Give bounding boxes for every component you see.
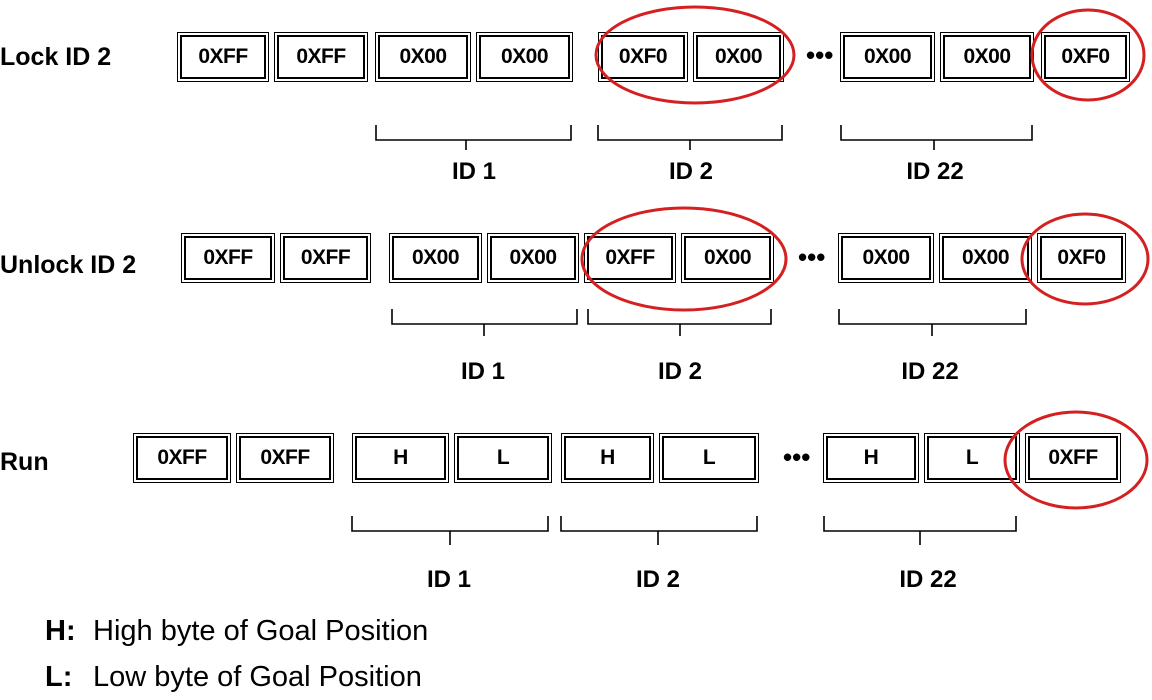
legend-item-low: L: Low byte of Goal Position: [45, 660, 422, 694]
group-label-id2: ID 2: [635, 566, 680, 593]
brace-id22: [838, 309, 1027, 336]
brace-id1: [351, 516, 549, 545]
legend-text: Low byte of Goal Position: [93, 661, 422, 693]
byte-box-id1-high: H: [352, 433, 449, 483]
byte-box-id22-high: 0X00: [838, 233, 934, 283]
byte-box-id2-high: 0XFF: [584, 233, 676, 283]
legend-text: High byte of Goal Position: [93, 615, 429, 647]
byte-box-id22-low: 0X00: [939, 233, 1032, 283]
byte-box-header-1: 0XFF: [181, 233, 275, 283]
group-label-id2: ID 2: [668, 158, 713, 185]
ellipsis: •••: [798, 242, 826, 272]
brace-id22: [823, 516, 1017, 545]
byte-box-id2-low: 0X00: [681, 233, 774, 283]
byte-box-id22-low: L: [924, 433, 1020, 483]
group-label-id22: ID 22: [899, 566, 957, 593]
byte-box-id1-low: L: [454, 433, 552, 483]
byte-box-id22-high: H: [823, 433, 919, 483]
byte-box-end: 0XF0: [1041, 32, 1130, 82]
row-label-unlock: Unlock ID 2: [0, 251, 137, 279]
row-label-run: Run: [0, 448, 49, 476]
byte-box-header-2: 0XFF: [236, 433, 334, 483]
group-label-id22: ID 22: [901, 358, 959, 385]
byte-box-id22-low: 0X00: [940, 32, 1034, 82]
byte-box-id2-low: L: [659, 433, 759, 483]
brace-id2: [587, 309, 772, 336]
group-label-id1: ID 1: [460, 358, 505, 385]
brace-group: [351, 125, 1033, 545]
row-label-lock: Lock ID 2: [0, 43, 112, 71]
legend-item-high: H: High byte of Goal Position: [45, 614, 428, 648]
byte-box-id2-high: 0XF0: [598, 32, 688, 82]
byte-box-id1-low: 0X00: [476, 32, 573, 82]
brace-id2: [597, 125, 783, 150]
byte-box-id22-high: 0X00: [840, 32, 935, 82]
ellipsis: •••: [783, 442, 811, 472]
group-label-id22: ID 22: [906, 158, 964, 185]
byte-box-end: 0XF0: [1037, 233, 1126, 283]
byte-box-id1-high: 0X00: [389, 233, 482, 283]
legend-key: H:: [45, 615, 76, 647]
byte-box-id1-low: 0X00: [487, 233, 579, 283]
legend-key: L:: [45, 661, 73, 693]
brace-id1: [375, 125, 572, 150]
byte-box-header-1: 0XFF: [177, 32, 269, 82]
group-label-id1: ID 1: [451, 158, 496, 185]
byte-box-header-1: 0XFF: [133, 433, 231, 483]
group-label-id1: ID 1: [426, 566, 471, 593]
brace-id2: [560, 516, 758, 545]
brace-id1: [391, 309, 578, 336]
ellipsis: •••: [806, 40, 834, 70]
brace-id22: [840, 125, 1033, 150]
byte-box-end: 0XFF: [1025, 433, 1121, 483]
group-label-id2: ID 2: [657, 358, 702, 385]
byte-box-id2-low: 0X00: [693, 32, 784, 82]
byte-box-header-2: 0XFF: [280, 233, 371, 283]
byte-box-header-2: 0XFF: [274, 32, 368, 82]
byte-box-id2-high: H: [561, 433, 654, 483]
byte-box-id1-high: 0X00: [375, 32, 471, 82]
